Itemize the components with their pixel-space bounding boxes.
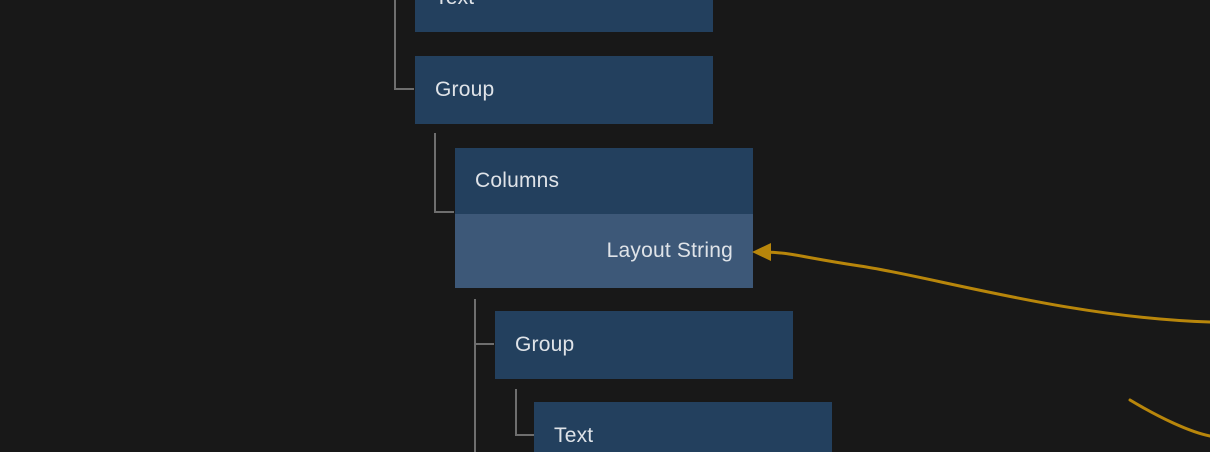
tree-connector-vertical: [515, 389, 517, 436]
graph-node-text-top[interactable]: Text: [415, 0, 713, 32]
graph-edge-edge-to-layout-string[interactable]: [760, 250, 1210, 324]
graph-node-label: Group: [435, 78, 495, 101]
tree-connector-vertical: [434, 133, 436, 213]
graph-node-label: Text: [435, 0, 474, 10]
tree-connector-stub: [515, 434, 535, 436]
graph-node-columns[interactable]: Columns: [455, 148, 753, 214]
tree-connector-stub: [434, 211, 454, 213]
tree-connector-vertical: [394, 0, 396, 90]
tree-connector-stub: [394, 88, 414, 90]
graph-node-label: Columns: [475, 169, 560, 192]
graph-node-group-2[interactable]: Group: [495, 311, 793, 379]
graph-node-layout-string[interactable]: Layout String: [455, 214, 753, 288]
graph-node-label: Group: [515, 333, 575, 356]
tree-connector-vertical: [474, 299, 476, 452]
graph-node-text-bottom[interactable]: Text: [534, 402, 832, 452]
graph-node-label: Layout String: [606, 239, 733, 262]
graph-node-label: Text: [554, 424, 594, 447]
tree-connector-stub: [474, 343, 494, 345]
graph-edge-arrowhead-icon: [752, 243, 771, 261]
graph-edge-edge-lower-right[interactable]: [1128, 398, 1210, 438]
graph-node-group-1[interactable]: Group: [415, 56, 713, 124]
